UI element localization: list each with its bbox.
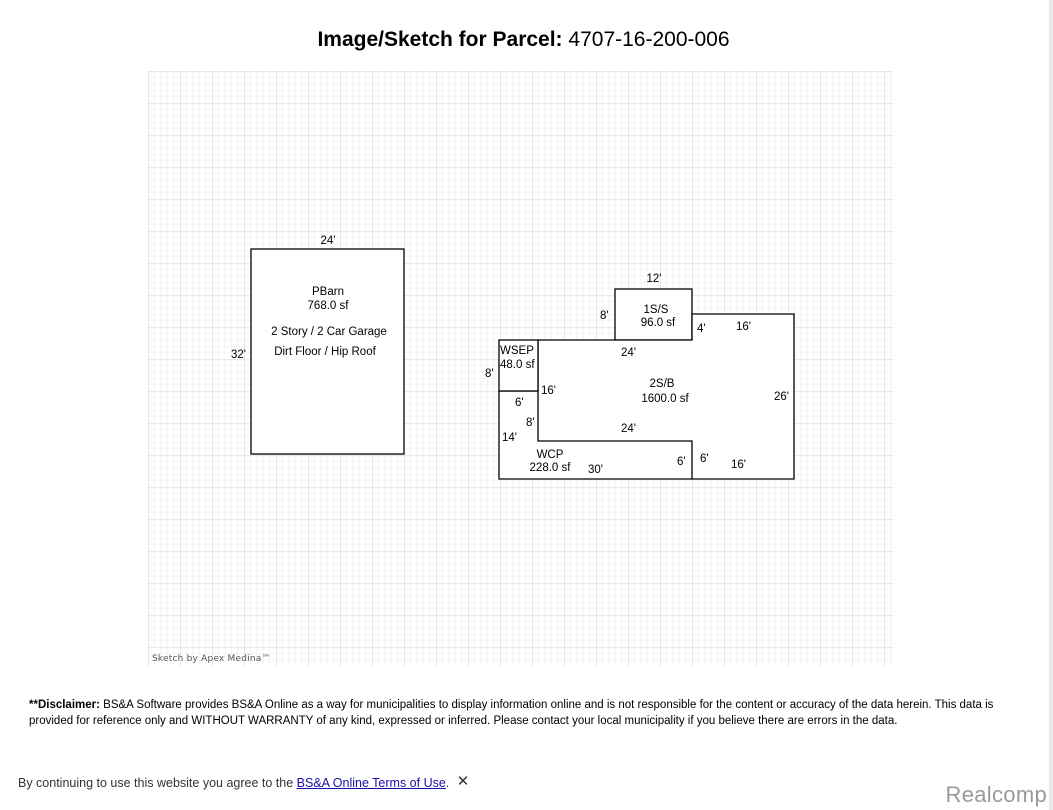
disclaimer-lead: **Disclaimer:: [29, 699, 100, 711]
two-story-dim-bottom-step: 6': [700, 453, 709, 465]
wsep-dim-bottom: 6': [515, 397, 524, 409]
two-story-name: 2S/B: [650, 378, 675, 390]
wsep-name: WSEP: [500, 345, 534, 357]
wcp-name: WCP: [537, 449, 564, 461]
two-story-dim-step: 4': [697, 323, 706, 335]
two-story-dim-left-lower: 8': [526, 417, 535, 429]
page-title: Image/Sketch for Parcel: 4707-16-200-006: [0, 26, 1047, 54]
realcomp-watermark: Realcomp: [945, 782, 1047, 807]
pbarn-note-1: 2 Story / 2 Car Garage: [271, 326, 387, 338]
sketch-drawing: 24' 32' PBarn 768.0 sf 2 Story / 2 Car G…: [148, 71, 893, 666]
terms-of-use-link[interactable]: BS&A Online Terms of Use: [296, 776, 446, 790]
wcp-boundary: [537, 391, 693, 479]
disclaimer: **Disclaimer: BS&A Software provides BS&…: [29, 698, 1024, 729]
wcp-dim-right: 6': [677, 456, 686, 468]
wsep-dim-left: 8': [485, 368, 494, 380]
pbarn-structure: 24' 32' PBarn 768.0 sf 2 Story / 2 Car G…: [231, 235, 405, 455]
one-story-area: 96.0 sf: [641, 317, 676, 329]
parcel-number: 4707-16-200-006: [568, 28, 730, 51]
two-story-dim-top-left: 24': [621, 347, 636, 359]
two-story-dim-bottom-left: 24': [621, 423, 636, 435]
pbarn-area: 768.0 sf: [308, 300, 350, 312]
two-story-area: 1600.0 sf: [641, 393, 689, 405]
one-story-dim-top: 12': [647, 273, 662, 285]
house-structure: 12' 8' 1S/S 96.0 sf 24' 4' 16' 26' 16' 8…: [485, 273, 795, 480]
scrollbar[interactable]: [1049, 0, 1053, 810]
one-story-dim-left: 8': [600, 310, 609, 322]
close-icon[interactable]: ✕: [456, 773, 470, 790]
wcp-dim-bottom: 30': [588, 464, 603, 476]
wsep-area: 48.0 sf: [500, 359, 535, 371]
disclaimer-text: BS&A Software provides BS&A Online as a …: [29, 699, 994, 727]
terms-prefix: By continuing to use this website you ag…: [18, 776, 297, 790]
sketch-credit: Sketch by Apex Medina™: [152, 654, 271, 664]
two-story-dim-right: 26': [774, 391, 789, 403]
one-story-name: 1S/S: [644, 304, 669, 316]
pbarn-name: PBarn: [312, 286, 344, 298]
wcp-dim-left: 14': [502, 432, 517, 444]
pbarn-note-2: Dirt Floor / Hip Roof: [274, 346, 376, 358]
terms-suffix: .: [445, 776, 450, 790]
terms-notice: By continuing to use this website you ag…: [18, 772, 469, 790]
title-label: Image/Sketch for Parcel:: [317, 28, 563, 51]
pbarn-dim-left: 32': [231, 349, 246, 361]
two-story-dim-left-upper: 16': [541, 385, 556, 397]
wcp-area: 228.0 sf: [530, 462, 572, 474]
parcel-sketch: 24' 32' PBarn 768.0 sf 2 Story / 2 Car G…: [148, 71, 893, 666]
wsep-outline: [498, 339, 539, 392]
pbarn-dim-top: 24': [321, 235, 336, 247]
pbarn-outline: [250, 248, 405, 455]
two-story-dim-bottom-right: 16': [731, 459, 746, 471]
two-story-dim-top-right: 16': [736, 321, 751, 333]
